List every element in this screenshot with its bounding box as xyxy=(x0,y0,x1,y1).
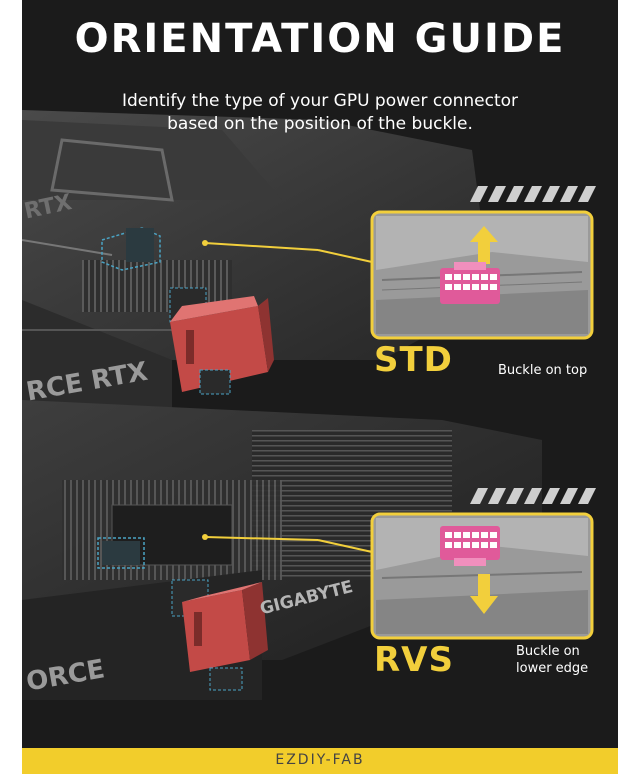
std-detail-panel xyxy=(370,210,594,340)
rvs-description-line-1: Buckle on xyxy=(516,644,580,659)
rvs-leader-line xyxy=(202,534,373,553)
upper-socket-icon xyxy=(126,228,154,262)
rvs-detail-panel xyxy=(370,512,594,640)
rvs-description: Buckle on lower edge xyxy=(516,643,588,677)
rvs-connector-illustration xyxy=(171,579,268,691)
rvs-label: RVS xyxy=(374,640,454,680)
lower-socket-outline xyxy=(97,537,145,569)
lower-socket-icon xyxy=(102,541,140,565)
arrow-up-icon xyxy=(470,226,498,264)
std-leader-line xyxy=(202,240,373,263)
page-title: ORIENTATION GUIDE xyxy=(74,16,566,62)
arrow-down-icon xyxy=(470,574,498,614)
subtitle-line-1: Identify the type of your GPU power conn… xyxy=(121,91,519,111)
rvs-description-line-2: lower edge xyxy=(516,661,589,676)
std-description: Buckle on top xyxy=(498,363,588,378)
subtitle-line-2: based on the position of the buckle. xyxy=(167,114,473,134)
footer-bar xyxy=(22,748,618,774)
rvs-stripe-decoration xyxy=(470,488,596,504)
orientation-guide-poster: RTX RCE RTX ORCE GIGABYTE ORIENTATION GU… xyxy=(22,0,618,774)
page-subtitle: Identify the type of your GPU power conn… xyxy=(22,90,618,136)
gpu-background-illustration xyxy=(22,110,596,700)
footer-brand: EZDIY-FAB xyxy=(275,752,365,768)
std-connector-illustration xyxy=(169,287,274,395)
std-label: STD xyxy=(374,340,453,380)
std-stripe-decoration xyxy=(470,186,596,202)
